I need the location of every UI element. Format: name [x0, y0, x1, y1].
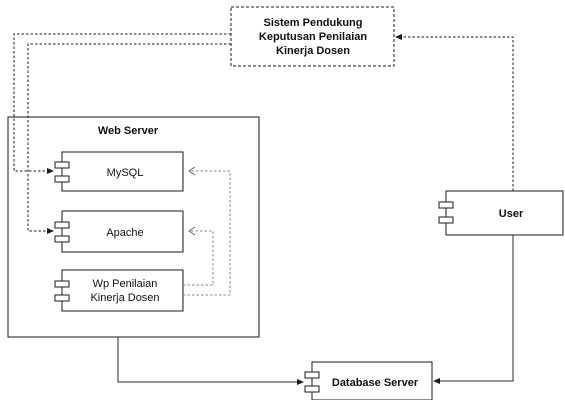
connector-line: [402, 36, 514, 191]
user-label: User: [499, 208, 524, 220]
edge-user-spk: [395, 34, 514, 191]
user-component[interactable]: User: [438, 190, 564, 236]
component-port-icon: [438, 216, 454, 224]
arrowhead-icon: [395, 34, 402, 40]
arrowhead-icon: [433, 378, 440, 384]
arrowhead-icon: [47, 228, 54, 234]
connector-line: [27, 43, 231, 232]
arrowhead-icon: [297, 379, 304, 385]
arrowhead-icon: [188, 226, 196, 236]
web-server-label: Web Server: [98, 125, 159, 137]
wp-box: [61, 269, 184, 312]
spk-label-line1: Sistem Pendukung: [263, 17, 362, 29]
edge-spk-mysql: [13, 33, 231, 174]
arrowhead-icon: [188, 166, 196, 176]
apache-label: Apache: [106, 227, 143, 239]
component-port-icon: [54, 175, 70, 183]
spk-label-line2: Keputusan Penilaian: [259, 31, 367, 43]
database-server-label: Database Server: [332, 377, 419, 389]
database-server-component[interactable]: Database Server: [304, 361, 433, 400]
component-port-icon: [54, 221, 70, 229]
user-box: [445, 190, 564, 236]
connector-line: [117, 337, 297, 383]
mysql-label: MySQL: [107, 167, 144, 179]
connector-line: [13, 33, 231, 172]
component-port-icon: [54, 161, 70, 169]
connector-line: [183, 230, 214, 286]
edge-spk-apache: [27, 43, 231, 234]
connector-line: [440, 235, 514, 382]
component-port-icon: [54, 280, 70, 288]
database-server-box: [311, 361, 433, 400]
spk-box: [230, 6, 395, 67]
wp-label-line1: Wp Penilaian: [93, 278, 158, 290]
connector-line: [183, 170, 231, 296]
spk-label-line3: Kinerja Dosen: [276, 45, 350, 57]
mysql-component[interactable]: MySQL: [54, 151, 184, 192]
component-port-icon: [304, 371, 320, 379]
edge-user-dbserver: [433, 235, 514, 384]
component-port-icon: [54, 235, 70, 243]
component-port-icon: [304, 385, 320, 393]
edge-wp-apache: [183, 226, 214, 286]
spk-node[interactable]: Sistem Pendukung Keputusan Penilaian Kin…: [230, 6, 395, 67]
arrowhead-icon: [47, 168, 54, 174]
edge-webserver-dbserver: [117, 337, 304, 385]
component-port-icon: [54, 294, 70, 302]
edge-wp-mysql: [183, 166, 231, 296]
apache-box: [61, 210, 184, 253]
wp-component[interactable]: Wp Penilaian Kinerja Dosen: [54, 269, 184, 312]
apache-component[interactable]: Apache: [54, 210, 184, 253]
mysql-box: [61, 151, 184, 192]
wp-label-line2: Kinerja Dosen: [90, 292, 159, 304]
component-port-icon: [438, 201, 454, 209]
